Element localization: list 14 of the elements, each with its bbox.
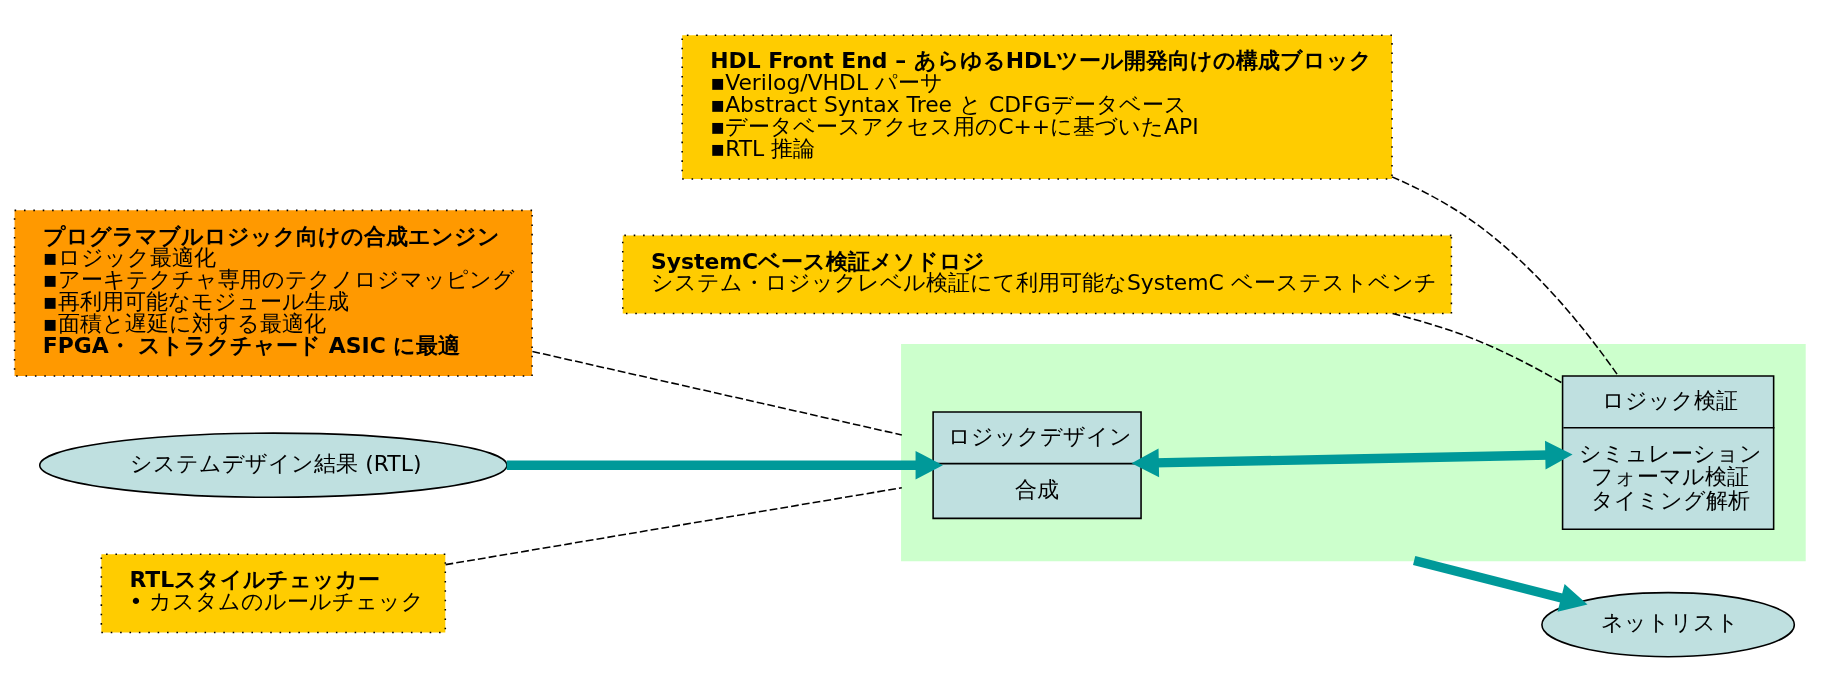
connector [1391, 176, 1620, 377]
node-box: RTLスタイルチェッカー • カスタムのルールチェック [100, 553, 447, 634]
node-ellipse: ネットリスト [1541, 591, 1796, 658]
arrow [506, 450, 943, 480]
arrow [1131, 440, 1573, 478]
arrow [1412, 556, 1588, 612]
node-box: HDL Front End – あらゆるHDLツール開発向けの構成ブロック ▪Verilog/VHDL パーサ ▪Abstract Syntax Tree と CDFGデータベース ▪データベースアクセス用のC++に基づいたAPI ▪RTL 推論 [681, 34, 1393, 180]
node-box: SystemCベース検証メソドロジ システム・ロジックレベル検証にて利用可能なSystemC ベーステストベンチ [622, 234, 1453, 315]
connector [444, 486, 903, 566]
connector [1391, 312, 1564, 384]
cluster [901, 344, 1806, 562]
node-ellipse: システムデザイン結果 (RTL) [38, 432, 508, 499]
node-box: プログラマブルロジック向けの合成エンジン ▪ロジック最適化 ▪アーキテクチャ専用のテクノロジマッピング ▪再利用可能なモジュール生成 ▪面積と遅延に対する最適化 FPGA・ ストラクチャード ASIC に最適 [13, 209, 533, 377]
connector [531, 350, 903, 436]
